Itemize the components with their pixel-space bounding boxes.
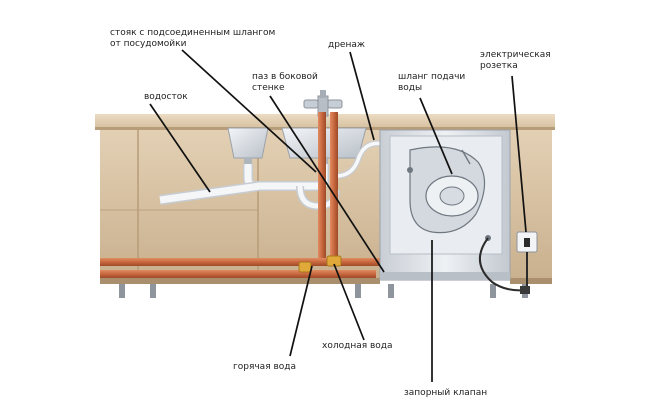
label-water-supply-hose: шланг подачи воды bbox=[398, 72, 465, 94]
label-hose-line-1: шланг подачи bbox=[398, 72, 466, 82]
label-riser-line-2: от посудомойки bbox=[110, 39, 187, 49]
label-shutoff-valve: запорный клапан bbox=[404, 388, 488, 398]
label-outlet-line-1: электрическая bbox=[480, 50, 551, 60]
label-sink-drain: водосток bbox=[144, 92, 188, 102]
label-outlet-line-2: розетка bbox=[480, 61, 518, 71]
label-hot-water: горячая вода bbox=[233, 362, 297, 372]
faucet bbox=[303, 90, 343, 117]
label-riser-line-1: стояк с подсоединенным шлангом bbox=[110, 28, 276, 38]
label-cold-water: холодная вода bbox=[322, 341, 393, 351]
label-electrical-outlet: электрическая розетка bbox=[480, 50, 551, 72]
label-drain: дренаж bbox=[328, 40, 365, 50]
dishwasher bbox=[379, 129, 527, 292]
label-riser-with-dishwasher-hose: стояк с подсоединенным шлангом от посудо… bbox=[110, 28, 275, 50]
label-slot-line-2: стенке bbox=[252, 83, 285, 93]
label-slot-line-1: паз в боковой bbox=[252, 72, 318, 82]
electrical-outlet bbox=[516, 231, 538, 294]
label-side-wall-slot: паз в боковой стенке bbox=[252, 72, 318, 94]
cabinet-legs bbox=[119, 284, 528, 298]
leader-lines bbox=[149, 49, 527, 382]
label-hose-line-2: воды bbox=[398, 83, 423, 93]
